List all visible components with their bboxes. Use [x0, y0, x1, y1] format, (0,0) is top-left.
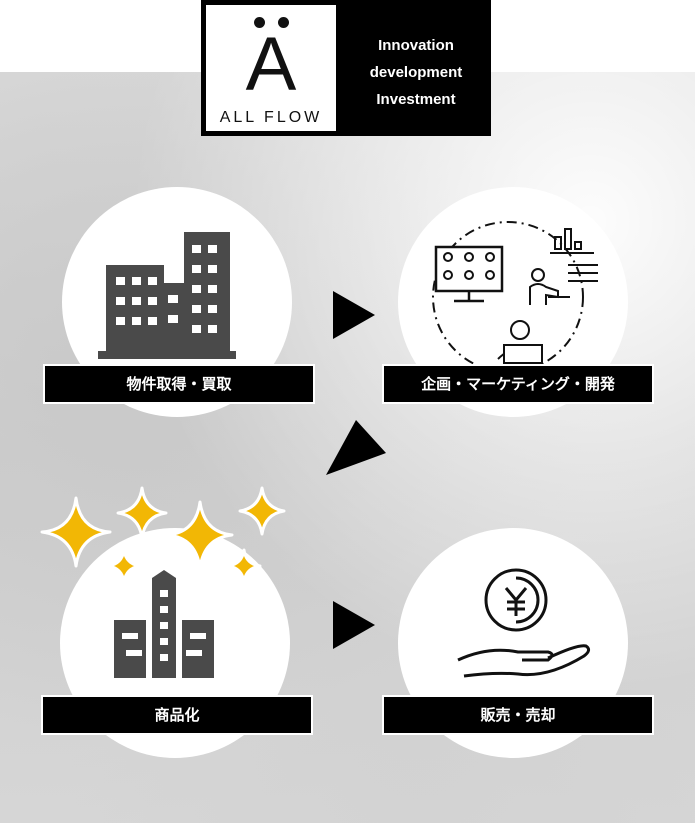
sparkle-stars-icon — [40, 486, 286, 584]
arrow-diagonal — [326, 420, 386, 475]
logo-block: A ALL FLOW Innovation development Invest… — [201, 0, 491, 136]
tagline-line-2: development — [369, 64, 463, 81]
meeting-planning-icon — [432, 221, 598, 373]
tagline-line-1: Innovation — [378, 37, 454, 54]
logo-mark: A ALL FLOW — [206, 5, 336, 131]
sparkling-building-icon — [114, 570, 214, 678]
arrow-right-1 — [333, 291, 375, 339]
step-1-label: 物件取得・買取 — [45, 366, 313, 402]
step-3-label: 商品化 — [43, 697, 311, 733]
logo-letter: A — [245, 22, 297, 107]
arrow-right-2 — [333, 601, 375, 649]
logo-dot-right — [278, 17, 289, 28]
office-buildings-icon — [98, 232, 236, 359]
step-2-label: 企画・マーケティング・開発 — [384, 366, 652, 402]
yen-coin-hand-icon — [457, 568, 591, 678]
logo-tagline: Innovation development Investment — [351, 32, 481, 113]
step-4-label: 販売・売却 — [384, 697, 652, 733]
tagline-line-3: Investment — [376, 91, 456, 108]
logo-brand: ALL FLOW — [219, 109, 323, 126]
logo-dot-left — [254, 17, 265, 28]
